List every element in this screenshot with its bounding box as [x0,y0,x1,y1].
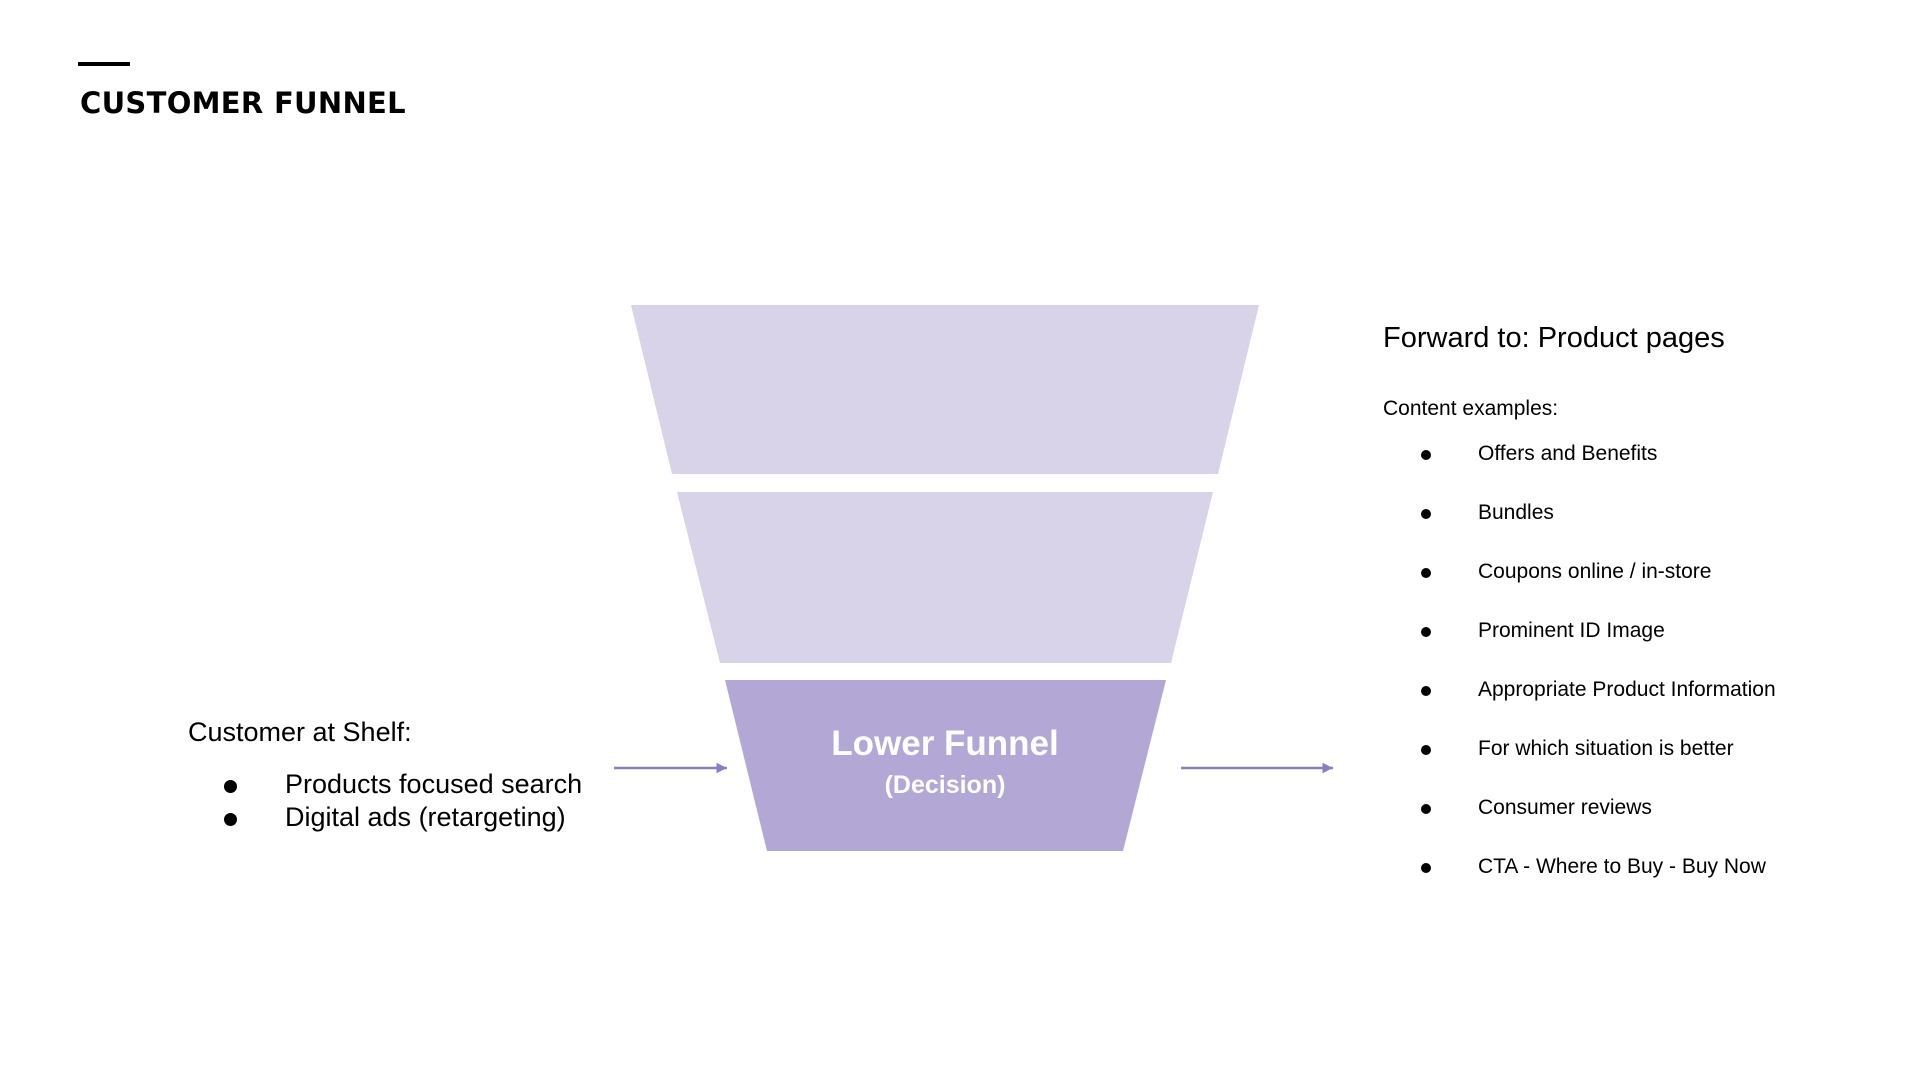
bullet-icon [1421,686,1431,696]
title-accent-rule [78,62,130,66]
funnel-stage-middle [677,492,1213,663]
output-context-block: Forward to: Product pages Content exampl… [1383,321,1776,914]
bullet-icon [1421,804,1431,814]
list-item: Prominent ID Image [1383,619,1776,678]
input-list: Products focused search Digital ads (ret… [188,768,582,834]
bullet-icon [1421,568,1431,578]
content-examples-list: Offers and Benefits Bundles Coupons onli… [1383,442,1776,914]
input-context-block: Customer at Shelf: Products focused sear… [188,716,582,834]
list-item: Appropriate Product Information [1383,678,1776,737]
bullet-icon [224,780,237,793]
bullet-icon [1421,863,1431,873]
list-item: Coupons online / in-store [1383,560,1776,619]
bullet-icon [1421,509,1431,519]
funnel-stage-lower [725,680,1166,851]
bullet-icon [224,813,237,826]
list-item: Digital ads (retargeting) [188,801,582,834]
bullet-icon [1421,627,1431,637]
list-item: Offers and Benefits [1383,442,1776,501]
input-heading: Customer at Shelf: [188,717,412,747]
list-item: Products focused search [188,768,582,801]
funnel-stage-upper [631,305,1259,474]
list-item: CTA - Where to Buy - Buy Now [1383,855,1776,914]
lower-funnel-sublabel: (Decision) [884,771,1006,799]
list-item: Consumer reviews [1383,796,1776,855]
output-subheading: Content examples: [1383,397,1559,420]
list-item: For which situation is better [1383,737,1776,796]
lower-funnel-label: Lower Funnel [831,724,1059,763]
list-item: Bundles [1383,501,1776,560]
output-heading: Forward to: Product pages [1383,322,1725,354]
bullet-icon [1421,450,1431,460]
slide-title: CUSTOMER FUNNEL [80,86,406,120]
bullet-icon [1421,745,1431,755]
